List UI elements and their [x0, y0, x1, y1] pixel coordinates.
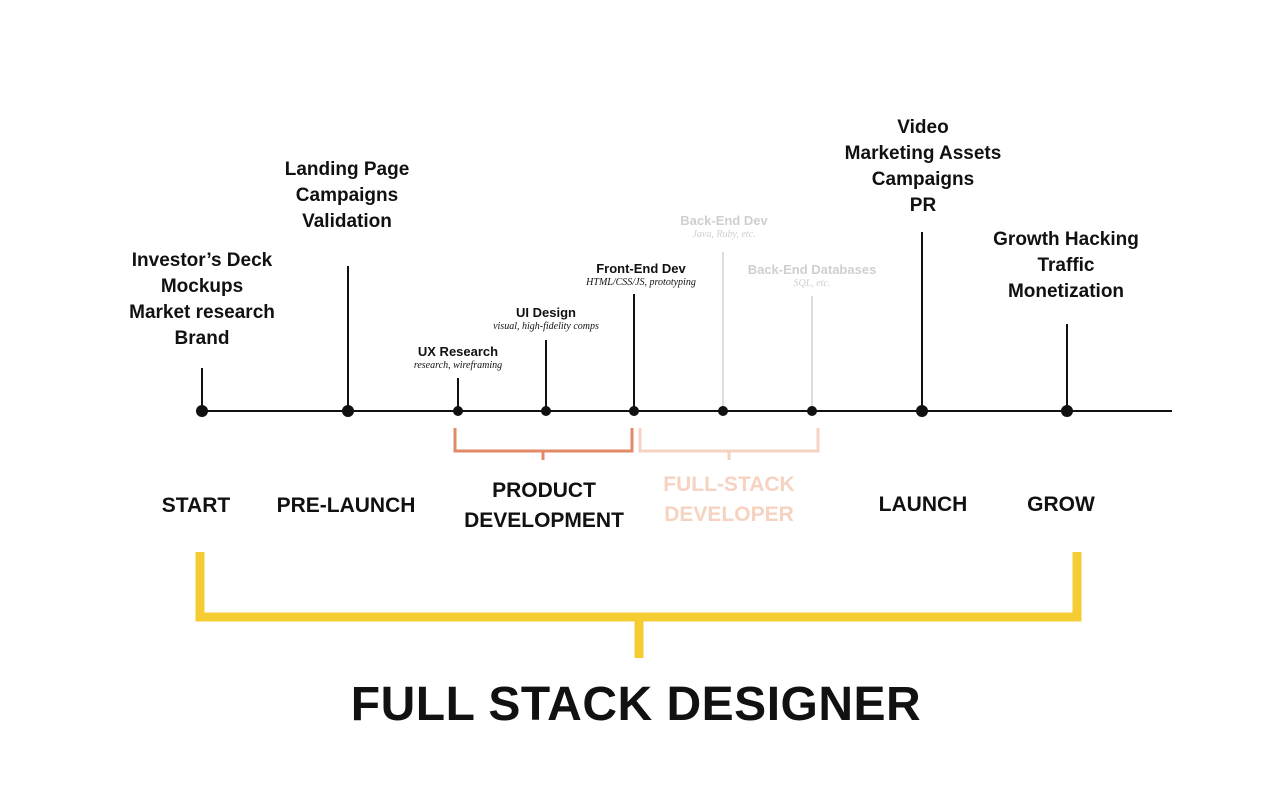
dot-start — [196, 405, 208, 417]
dot-pre-launch — [342, 405, 354, 417]
phase-fullstack-line-2: DEVELOPER — [664, 503, 794, 526]
dot-ux — [453, 406, 463, 416]
annotation-pre-launch: Landing Page Campaigns Validation — [285, 157, 410, 235]
designer-bracket — [195, 552, 1082, 658]
annotation-start-line-4: Brand — [174, 328, 230, 349]
step-databases-title: Back-End Databases — [747, 262, 877, 277]
annotation-launch: Video Marketing Assets Campaigns PR — [845, 115, 1002, 219]
phase-start: START — [161, 494, 231, 517]
step-front-end-dev: Front-End Dev HTML/CSS/JS, prototyping — [586, 261, 696, 289]
step-ui-design: UI Design visual, high-fidelity comps — [493, 305, 599, 333]
main-title: FULL STACK DESIGNER — [350, 678, 922, 731]
step-ux-note: research, wireframing — [413, 360, 503, 371]
phase-launch: LAUNCH — [878, 493, 968, 516]
step-ux-research: UX Research research, wireframing — [414, 344, 502, 372]
step-frontend-title: Front-End Dev — [596, 261, 686, 276]
annotation-grow: Growth Hacking Traffic Monetization — [993, 227, 1139, 305]
phase-full-stack-developer: FULL-STACK DEVELOPER — [663, 470, 794, 530]
annotation-launch-line-1: Video — [897, 117, 949, 138]
annotation-start-line-1: Investor’s Deck — [131, 250, 273, 271]
phase-product-line-1: PRODUCT — [492, 479, 596, 502]
step-backend-note: Java, Ruby, etc. — [692, 229, 756, 240]
annotation-pre-launch-line-2: Campaigns — [295, 185, 399, 206]
annotation-start-line-2: Mockups — [160, 276, 244, 297]
phase-product-development: PRODUCT DEVELOPMENT — [464, 476, 624, 536]
step-ui-title: UI Design — [516, 305, 576, 320]
annotation-grow-line-3: Monetization — [1007, 281, 1125, 302]
dot-ui — [541, 406, 551, 416]
step-databases-note: SQL, etc. — [793, 278, 831, 289]
phase-grow: GROW — [1027, 493, 1095, 516]
fullstack-bracket — [638, 428, 820, 460]
step-ui-note: visual, high-fidelity comps — [493, 321, 599, 332]
step-back-end-dev: Back-End Dev Java, Ruby, etc. — [680, 213, 767, 241]
annotation-start: Investor’s Deck Mockups Market research … — [129, 248, 275, 352]
annotation-launch-line-4: PR — [909, 195, 937, 216]
step-back-end-databases: Back-End Databases SQL, etc. — [748, 262, 877, 290]
phase-pre-launch: PRE-LAUNCH — [276, 494, 416, 517]
annotation-pre-launch-line-1: Landing Page — [284, 159, 410, 180]
step-frontend-note: HTML/CSS/JS, prototyping — [586, 277, 696, 288]
product-bracket — [453, 428, 634, 460]
step-backend-title: Back-End Dev — [680, 213, 768, 228]
annotation-grow-line-2: Traffic — [1037, 255, 1095, 276]
annotation-grow-line-1: Growth Hacking — [993, 229, 1139, 250]
annotation-launch-line-2: Marketing Assets — [844, 143, 1002, 164]
phase-product-line-2: DEVELOPMENT — [464, 509, 624, 532]
annotation-launch-line-3: Campaigns — [871, 169, 975, 190]
dot-launch — [916, 405, 928, 417]
step-ux-title: UX Research — [417, 344, 499, 359]
annotation-pre-launch-line-3: Validation — [302, 211, 392, 232]
dot-grow — [1061, 405, 1073, 417]
phase-fullstack-line-1: FULL-STACK — [663, 473, 795, 496]
dot-databases — [807, 406, 817, 416]
annotation-start-line-3: Market research — [129, 302, 275, 323]
dot-backend — [718, 406, 728, 416]
dot-frontend — [629, 406, 639, 416]
